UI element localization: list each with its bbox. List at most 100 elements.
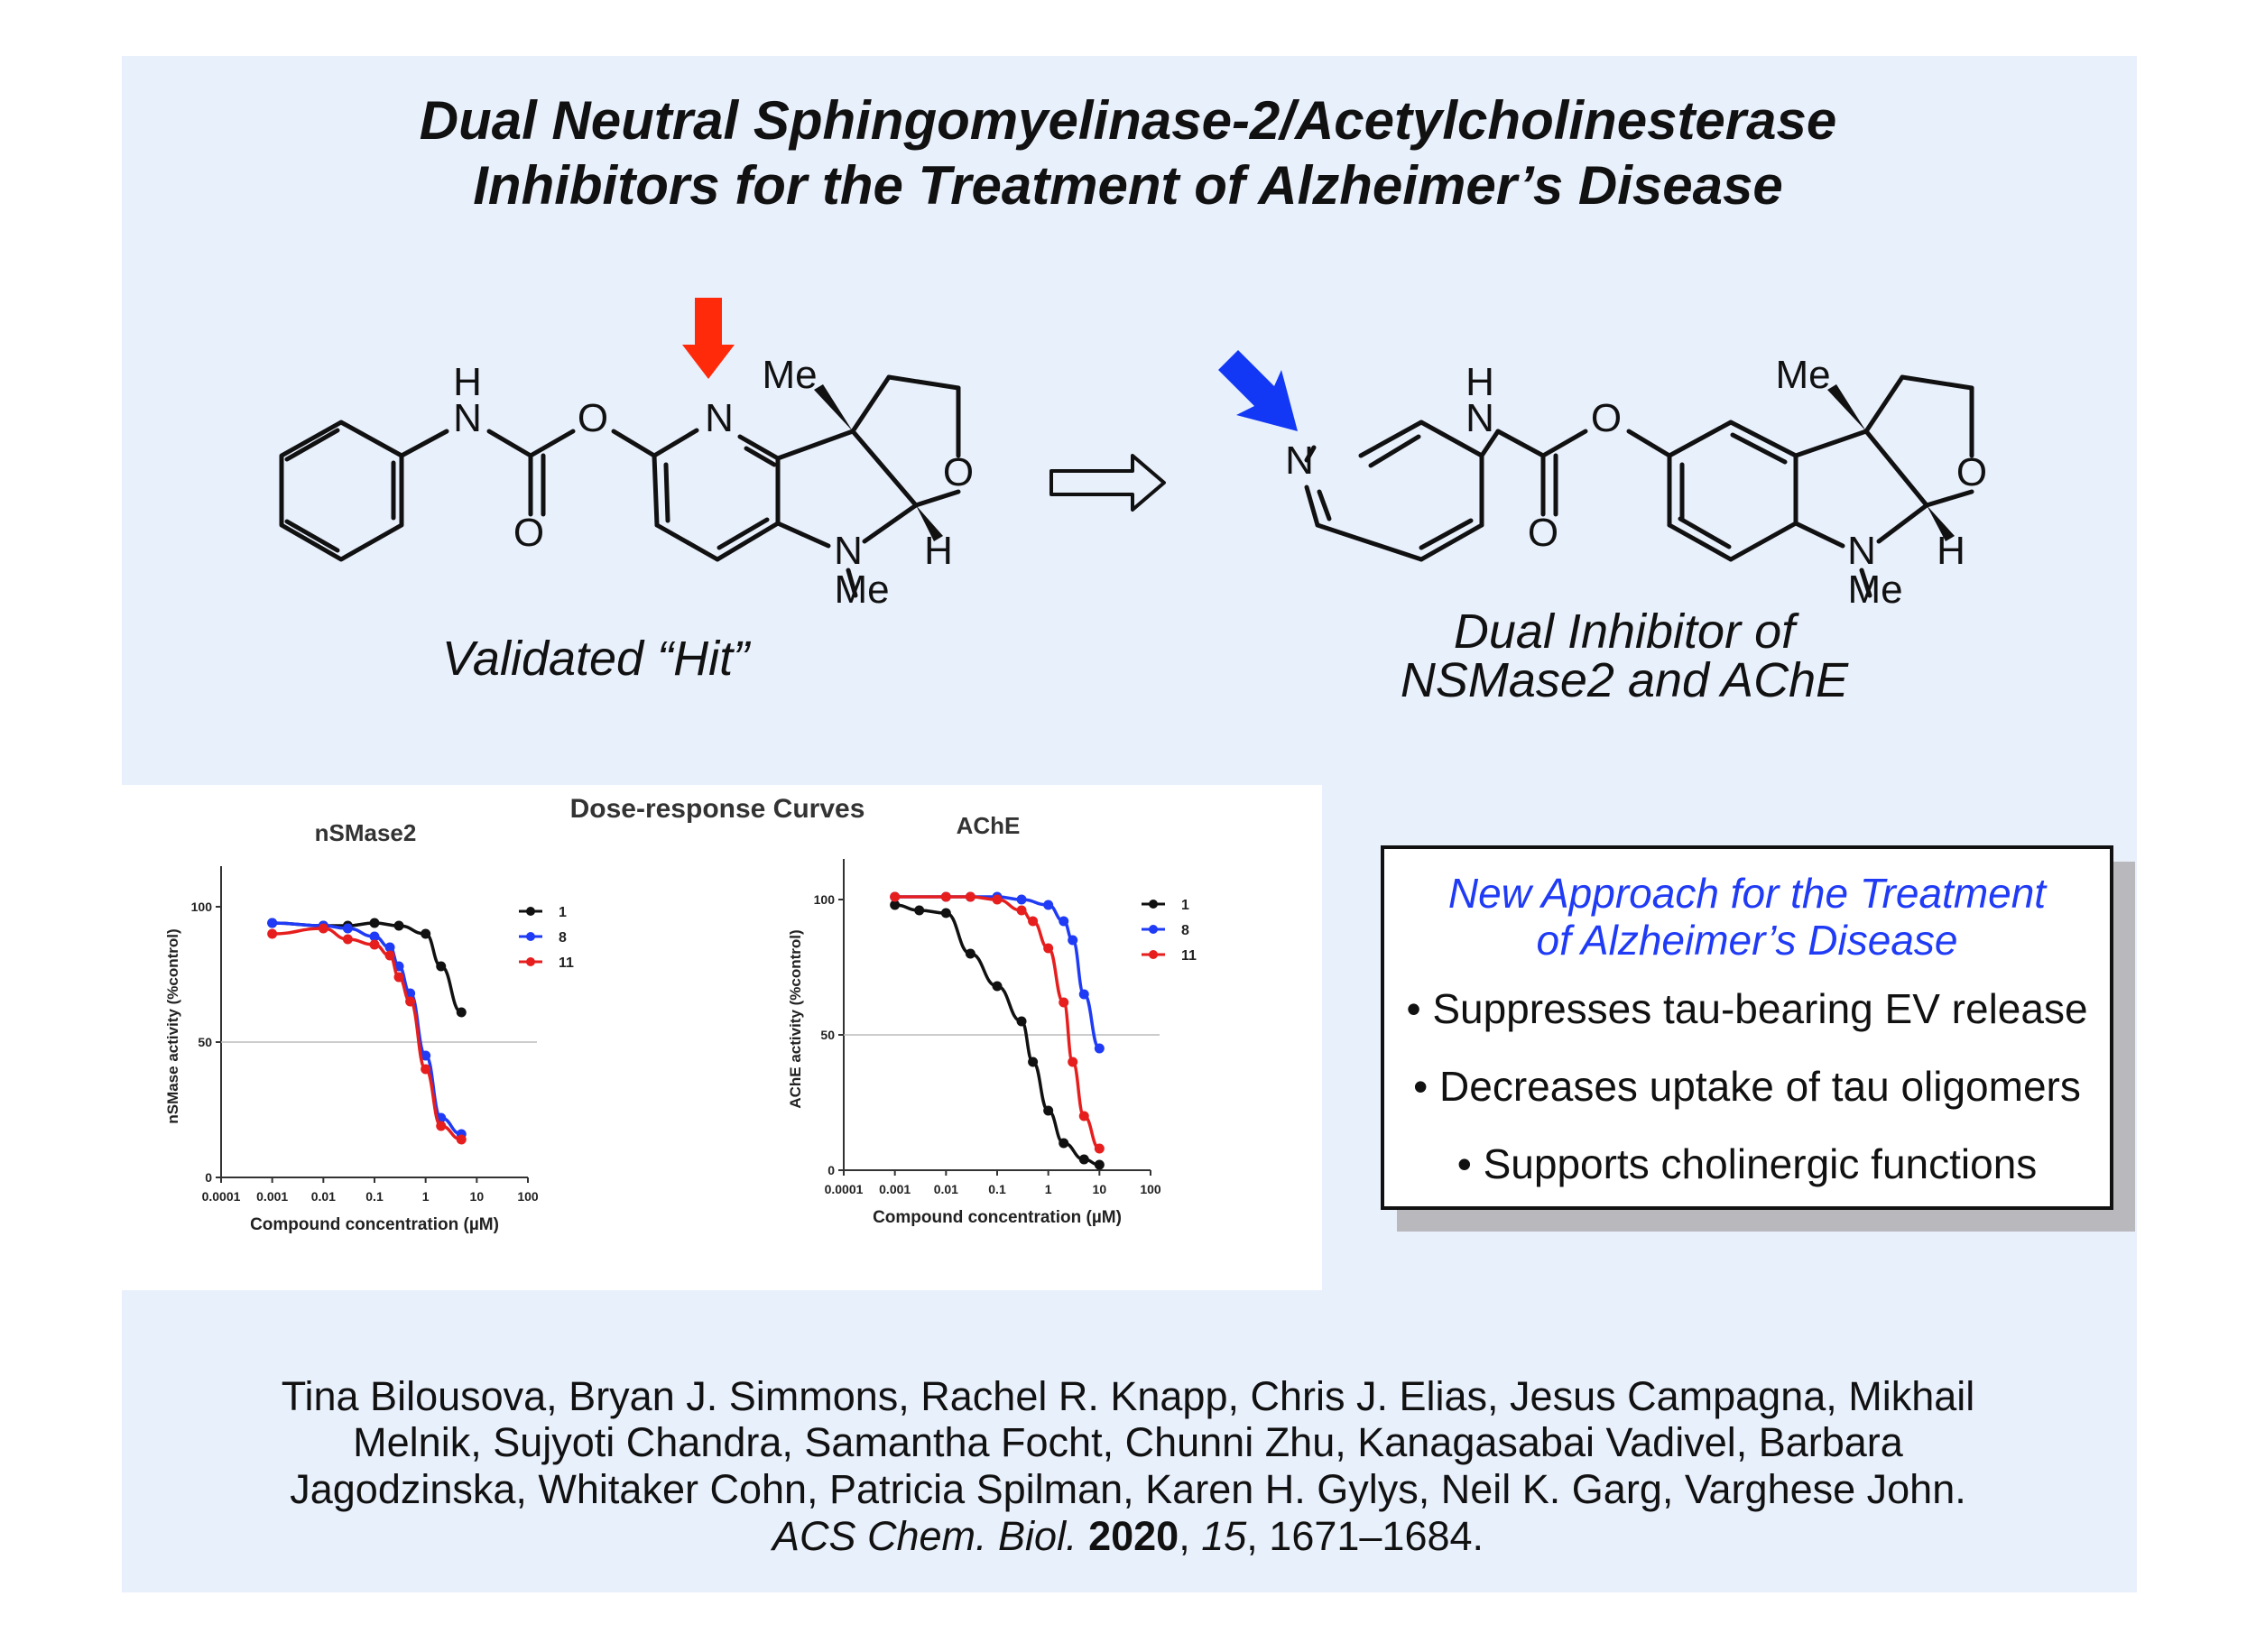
- data-point: [992, 894, 1003, 905]
- x-tick-label: 1: [422, 1189, 430, 1204]
- y-tick-label: 100: [191, 900, 213, 914]
- authors-line-1: Tina Bilousova, Bryan J. Simmons, Rachel…: [281, 1373, 1975, 1419]
- data-point: [393, 972, 404, 983]
- atom-label: O: [1591, 396, 1622, 440]
- data-point: [342, 934, 353, 945]
- journal-reference: ACS Chem. Biol. 2020, 15, 1671–1684.: [772, 1513, 1484, 1559]
- data-point: [914, 905, 925, 916]
- legend-marker: [1149, 900, 1158, 909]
- atom-label: N: [1847, 529, 1876, 573]
- reaction-scheme: H N O O N Me O N H Me N H N O O Me O N H…: [279, 298, 1987, 612]
- data-point: [421, 1050, 431, 1061]
- atom-label: O: [1956, 450, 1987, 494]
- journal-year: 2020: [1088, 1513, 1179, 1559]
- callout-item: • Supports cholinergic functions: [1456, 1140, 2038, 1187]
- atom-label: H: [1465, 360, 1494, 404]
- data-point: [342, 923, 353, 934]
- legend-marker: [526, 907, 535, 916]
- x-tick-label: 10: [470, 1189, 485, 1204]
- atom-label: Me: [1847, 568, 1902, 612]
- x-tick-label: 0.0001: [202, 1189, 241, 1204]
- data-point: [1059, 916, 1069, 927]
- data-point: [1043, 943, 1054, 954]
- x-axis-label: Compound concentration (µM): [873, 1208, 1122, 1227]
- atom-label: Me: [762, 353, 817, 397]
- legend-label: 1: [559, 905, 567, 920]
- data-point: [405, 996, 416, 1007]
- data-point: [421, 1064, 431, 1075]
- atom-label: N: [834, 529, 863, 573]
- data-point: [1016, 1016, 1027, 1027]
- data-point: [1078, 989, 1089, 1000]
- data-point: [965, 891, 975, 902]
- x-tick-label: 10: [1093, 1182, 1107, 1196]
- x-axis-label: Compound concentration (µM): [250, 1215, 499, 1234]
- product-caption-line-2: NSMase2 and AChE: [1400, 653, 1849, 707]
- atom-label: N: [453, 396, 482, 440]
- y-tick-label: 0: [205, 1170, 212, 1185]
- atom-label: O: [943, 450, 974, 494]
- x-tick-label: 0.001: [879, 1182, 911, 1196]
- x-tick-label: 0.1: [988, 1182, 1006, 1196]
- atom-label: H: [1937, 529, 1965, 573]
- data-point: [1016, 905, 1027, 916]
- red-arrow-icon: [682, 298, 735, 379]
- chart-title: AChE: [957, 812, 1021, 839]
- data-point: [890, 891, 901, 902]
- atom-label: O: [513, 511, 544, 555]
- x-tick-label: 0.01: [934, 1182, 958, 1196]
- data-point: [436, 961, 447, 972]
- journal-volume: 15: [1201, 1513, 1247, 1559]
- y-tick-label: 100: [814, 892, 836, 907]
- data-point: [1094, 1043, 1105, 1054]
- title-line-1: Dual Neutral Sphingomyelinase-2/Acetylch…: [419, 90, 1837, 151]
- chart-title: nSMase2: [315, 819, 417, 846]
- legend-label: 1: [1181, 898, 1189, 913]
- atom-label: N: [1465, 396, 1494, 440]
- data-point: [1078, 1111, 1089, 1121]
- y-axis-label: AChE activity (%control): [787, 929, 804, 1108]
- data-point: [267, 928, 278, 939]
- legend-label: 8: [559, 930, 567, 946]
- data-point: [369, 918, 380, 928]
- atom-label: N: [1285, 438, 1314, 483]
- data-point: [1068, 935, 1078, 946]
- atom-label: H: [453, 360, 482, 404]
- x-tick-label: 0.01: [311, 1189, 336, 1204]
- data-point: [1028, 916, 1039, 927]
- y-axis-label: nSMase activity (%control): [164, 928, 181, 1123]
- callout-item: • Suppresses tau-bearing EV release: [1406, 985, 2088, 1032]
- data-point: [1094, 1143, 1105, 1154]
- data-point: [1016, 894, 1027, 905]
- legend-label: 11: [1181, 948, 1197, 964]
- data-point: [992, 981, 1003, 992]
- authors-line-3: Jagodzinska, Whitaker Cohn, Patricia Spi…: [290, 1466, 1966, 1512]
- data-point: [436, 1121, 447, 1131]
- product-caption-line-1: Dual Inhibitor of: [1453, 605, 1796, 659]
- data-point: [1059, 1138, 1069, 1149]
- data-point: [318, 923, 328, 934]
- x-tick-label: 100: [1140, 1182, 1161, 1196]
- data-point: [421, 928, 431, 939]
- data-point: [384, 950, 395, 961]
- y-tick-label: 50: [820, 1028, 835, 1042]
- x-tick-label: 100: [517, 1189, 539, 1204]
- atom-label: O: [578, 396, 608, 440]
- legend-label: 11: [559, 955, 574, 971]
- x-tick-label: 1: [1045, 1182, 1052, 1196]
- data-point: [267, 918, 278, 928]
- data-point: [1059, 997, 1069, 1008]
- data-point: [384, 942, 395, 953]
- legend-marker: [526, 932, 535, 941]
- fit-curve: [272, 927, 462, 1141]
- journal-name: ACS Chem. Biol.: [772, 1513, 1077, 1559]
- x-tick-label: 0.1: [365, 1189, 384, 1204]
- authors-line-2: Melnik, Sujyoti Chandra, Samantha Focht,…: [353, 1419, 1903, 1465]
- callout-item: • Decreases uptake of tau oligomers: [1413, 1063, 2081, 1110]
- blue-arrow-icon: [1218, 350, 1298, 431]
- data-point: [1078, 1154, 1089, 1165]
- data-point: [1043, 900, 1054, 910]
